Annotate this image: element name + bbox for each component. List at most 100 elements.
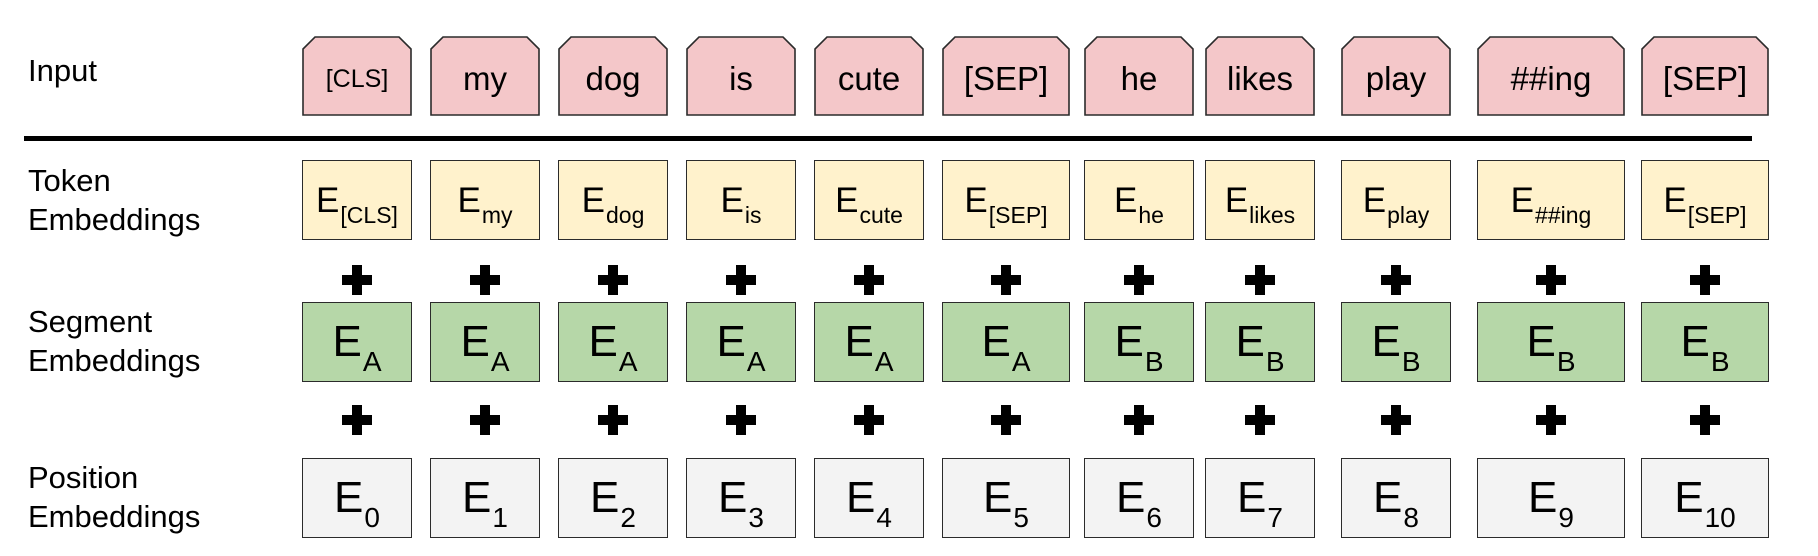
segment-embedding-box: EB xyxy=(1341,302,1451,382)
embedding-subscript: B xyxy=(1710,346,1730,377)
segment-embedding-box: EA xyxy=(942,302,1070,382)
row-label-position-embeddings: Position Embeddings xyxy=(28,460,201,534)
embedding-subscript: 5 xyxy=(1013,502,1029,533)
embedding-subscript: A xyxy=(874,346,894,377)
embedding-label: EA xyxy=(460,317,509,376)
embedding-subscript: B xyxy=(1144,346,1164,377)
plus-icon xyxy=(726,405,756,435)
input-token-box: my xyxy=(430,36,540,116)
position-embedding-box: E1 xyxy=(430,458,540,538)
embedding-label: E6 xyxy=(1116,473,1162,532)
input-token-box: cute xyxy=(814,36,924,116)
embedding-subscript: 10 xyxy=(1704,502,1736,533)
embedding-letter: E xyxy=(1510,180,1535,220)
input-token-text: [SEP] xyxy=(963,60,1049,97)
row-label-token-embeddings: Token Embeddings xyxy=(28,163,201,237)
input-token-shape xyxy=(1205,36,1315,116)
plus-icon xyxy=(726,265,756,295)
embedding-subscript: 4 xyxy=(876,502,892,533)
embedding-subscript: [SEP] xyxy=(988,201,1048,228)
plus-icon xyxy=(1690,405,1720,435)
position-embedding-box: E7 xyxy=(1205,458,1315,538)
embedding-letter: E xyxy=(835,180,859,220)
token-embedding-box: Elikes xyxy=(1205,160,1315,240)
embedding-label: E[CLS] xyxy=(316,180,398,227)
plus-icon xyxy=(342,405,372,435)
embedding-label: Eplay xyxy=(1363,183,1430,227)
embedding-subscript: 0 xyxy=(364,502,380,533)
token-embedding-box: E##ing xyxy=(1477,160,1625,240)
embedding-subscript: A xyxy=(362,346,382,377)
row-label-input: Input xyxy=(28,53,97,88)
embedding-label: EB xyxy=(1235,320,1284,376)
embedding-letter: E xyxy=(1663,180,1687,220)
plus-icon xyxy=(598,405,628,435)
plus-icon xyxy=(1245,405,1275,435)
embedding-subscript: my xyxy=(481,201,513,228)
plus-icon xyxy=(991,265,1021,295)
token-embedding-box: Emy xyxy=(430,160,540,240)
embedding-letter: E xyxy=(1114,180,1138,220)
segment-embedding-box: EA xyxy=(686,302,796,382)
embedding-letter: E xyxy=(981,317,1011,366)
embedding-letter: E xyxy=(716,317,746,366)
embedding-label: Edog xyxy=(581,180,645,227)
input-token-box: [SEP] xyxy=(1641,36,1769,116)
token-embedding-box: Ecute xyxy=(814,160,924,240)
embedding-letter: E xyxy=(1528,473,1558,522)
embedding-label: Eis xyxy=(721,183,762,227)
embedding-subscript: ##ing xyxy=(1535,201,1592,228)
embedding-label: EA xyxy=(844,320,893,376)
embedding-label: E4 xyxy=(846,473,892,532)
input-token-box: is xyxy=(686,36,796,116)
embedding-letter: E xyxy=(1237,473,1267,522)
embedding-letter: E xyxy=(1371,317,1401,366)
plus-icon xyxy=(470,265,500,295)
plus-row-2 xyxy=(0,405,1818,435)
position-embedding-box: E8 xyxy=(1341,458,1451,538)
embedding-subscript: 7 xyxy=(1267,502,1283,533)
embedding-label: EB xyxy=(1526,317,1575,376)
embedding-letter: E xyxy=(334,473,364,522)
token-embedding-box: E[SEP] xyxy=(1641,160,1769,240)
input-token-box: [SEP] xyxy=(942,36,1070,116)
input-token-text: is xyxy=(729,60,753,97)
embedding-label: E5 xyxy=(983,473,1029,532)
embedding-letter: E xyxy=(581,180,605,220)
plus-row-1 xyxy=(0,265,1818,295)
embedding-letter: E xyxy=(588,317,618,366)
embedding-label: E9 xyxy=(1528,473,1574,532)
embedding-label: EB xyxy=(1371,317,1420,376)
input-token-shape xyxy=(1341,36,1451,116)
embedding-letter: E xyxy=(1224,180,1249,220)
input-token-text: my xyxy=(463,60,507,97)
embedding-letter: E xyxy=(316,180,340,220)
position-embedding-box: E9 xyxy=(1477,458,1625,538)
segment-embedding-box: EA xyxy=(430,302,540,382)
embedding-label: Elikes xyxy=(1224,180,1295,227)
segment-embedding-box: EB xyxy=(1641,302,1769,382)
segment-embedding-box: EB xyxy=(1084,302,1194,382)
input-token-text: ##ing xyxy=(1510,60,1592,97)
input-token-shape xyxy=(814,36,924,116)
embedding-subscript: A xyxy=(746,346,766,377)
embedding-label: EA xyxy=(981,317,1030,376)
token-embedding-box: Edog xyxy=(558,160,668,240)
position-embedding-box: E4 xyxy=(814,458,924,538)
embedding-letter: E xyxy=(460,317,490,366)
embedding-label: E1 xyxy=(462,476,508,532)
embedding-subscript: B xyxy=(1556,346,1576,377)
embedding-letter: E xyxy=(1526,317,1556,366)
embedding-label: EA xyxy=(588,317,637,376)
plus-icon xyxy=(598,265,628,295)
embedding-subscript: 3 xyxy=(748,502,764,533)
segment-embedding-box: EA xyxy=(814,302,924,382)
embedding-letter: E xyxy=(846,473,876,522)
embedding-subscript: [CLS] xyxy=(340,201,398,228)
embedding-letter: E xyxy=(983,473,1013,522)
segment-embedding-box: EB xyxy=(1477,302,1625,382)
embedding-letter: E xyxy=(1116,473,1146,522)
token-embedding-box: Eplay xyxy=(1341,160,1451,240)
